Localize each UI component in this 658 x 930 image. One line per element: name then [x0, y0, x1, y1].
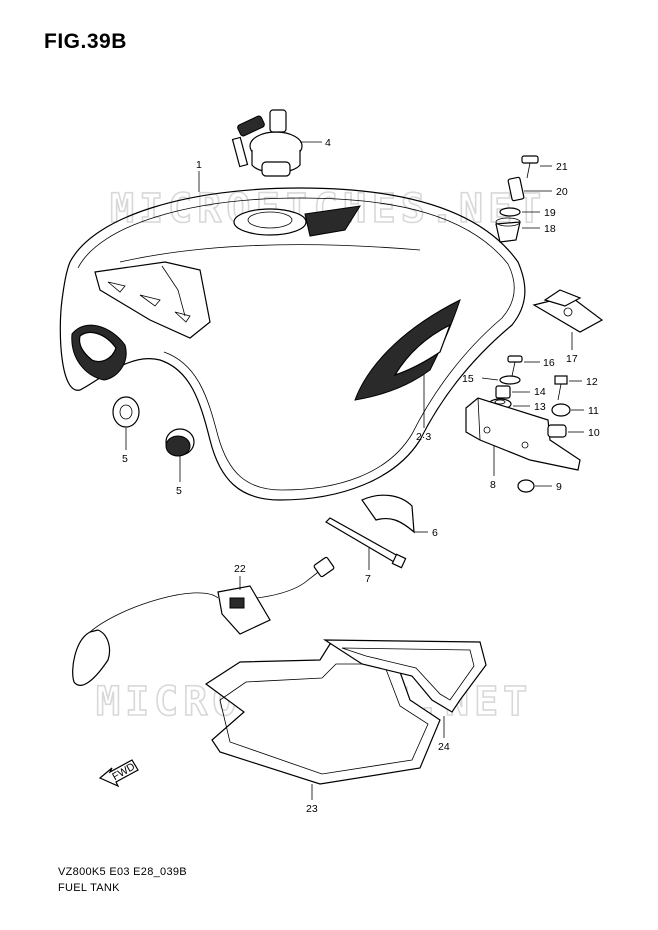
heat-shield-23[interactable] [204, 643, 441, 785]
callout-13: 13 [534, 401, 546, 413]
cable-tie-7[interactable] [325, 517, 407, 569]
callout-6: 6 [432, 527, 438, 539]
figure-title: FIG.39B [44, 30, 127, 53]
collar-14[interactable] [495, 385, 511, 399]
fuel-tank[interactable] [59, 187, 526, 501]
callout-17: 17 [566, 353, 578, 365]
callout-10: 10 [588, 427, 600, 439]
callout-18: 18 [544, 223, 556, 235]
collar-20[interactable] [507, 176, 525, 202]
bolt-12[interactable] [554, 375, 568, 401]
nut-9[interactable] [517, 479, 535, 493]
section-name: FUEL TANK [58, 882, 120, 894]
callout-24: 24 [438, 741, 450, 753]
fuel-cap[interactable] [231, 109, 303, 177]
mount-bracket-8[interactable] [465, 397, 581, 471]
callout-23: 23 [306, 803, 318, 815]
callout-5a: 5 [122, 453, 128, 465]
callout-2-3: 2·3 [416, 431, 431, 443]
nut-10[interactable] [547, 424, 567, 438]
callout-8: 8 [490, 479, 496, 491]
bolt-21[interactable] [521, 155, 539, 179]
callout-15: 15 [462, 373, 474, 385]
fuel-level-gauge-22[interactable] [72, 556, 335, 686]
callout-7: 7 [365, 573, 371, 585]
callout-16: 16 [543, 357, 555, 369]
cushion-18[interactable] [495, 217, 521, 243]
callout-12: 12 [586, 376, 598, 388]
nut-11[interactable] [551, 403, 571, 417]
callout-14: 14 [534, 386, 546, 398]
washer-19[interactable] [499, 207, 521, 217]
bolt-16[interactable] [507, 355, 523, 377]
washer-15[interactable] [499, 375, 521, 385]
cushion-2[interactable] [165, 428, 195, 457]
fwd-arrow-icon: FWD [98, 759, 139, 788]
cushion-1[interactable] [112, 396, 140, 428]
callout-21: 21 [556, 161, 568, 173]
model-code: VZ800K5 E03 E28_039B [58, 866, 187, 878]
callout-11: 11 [588, 405, 599, 417]
callout-5b: 5 [176, 485, 182, 497]
cushion-6[interactable] [361, 494, 415, 534]
callout-9: 9 [556, 481, 562, 493]
callout-4: 4 [325, 137, 331, 149]
bracket-17[interactable] [532, 289, 604, 333]
gasket-24[interactable] [322, 639, 487, 713]
callout-1: 1 [196, 159, 202, 171]
callout-19: 19 [544, 207, 556, 219]
callout-22: 22 [234, 563, 246, 575]
callout-20: 20 [556, 186, 568, 198]
